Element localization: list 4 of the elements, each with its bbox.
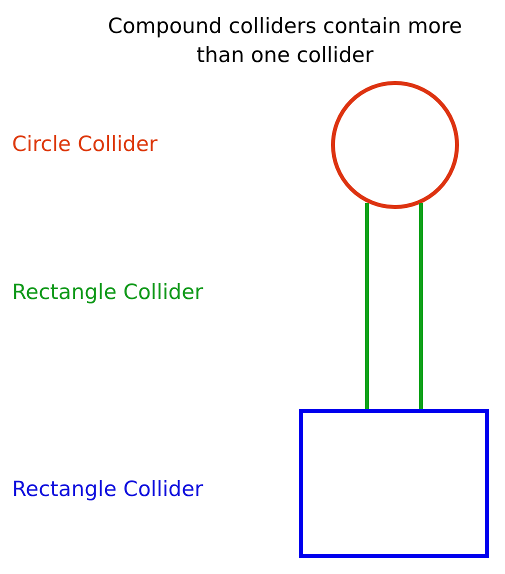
collider-label: Rectangle Collider <box>12 280 204 304</box>
collider-label: Rectangle Collider <box>12 477 204 501</box>
title: Compound colliders contain more than one collider <box>106 13 464 69</box>
collider-label: Circle Collider <box>12 132 158 156</box>
